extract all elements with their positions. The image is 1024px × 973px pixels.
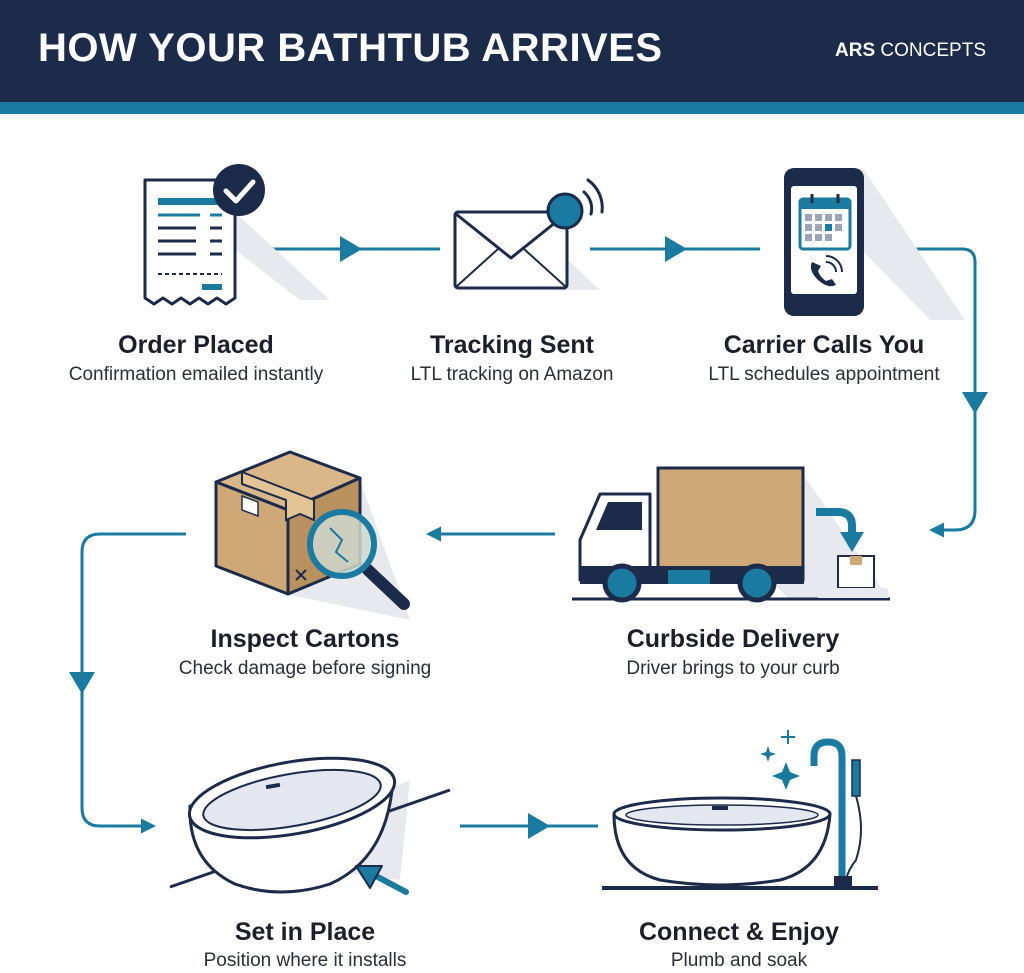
step-inspect-cartons-subtitle: Check damage before signing xyxy=(178,658,432,679)
step-set-in-place-subtitle: Position where it installs xyxy=(203,950,407,971)
delivery-truck-icon xyxy=(572,466,890,603)
step-set-in-place-title: Set in Place xyxy=(234,918,376,946)
bathtub-place-icon xyxy=(169,756,451,895)
receipt-checkmark-icon xyxy=(143,164,330,306)
step-tracking-sent-subtitle: LTL tracking on Amazon xyxy=(410,364,614,385)
brand-logo-rest: CONCEPTS xyxy=(875,40,986,61)
header-bar xyxy=(0,0,1024,102)
step-inspect-cartons-title: Inspect Cartons xyxy=(210,625,400,653)
step-connect-enjoy-subtitle: Plumb and soak xyxy=(670,950,808,971)
phone-calendar-icon xyxy=(784,168,965,320)
step-order-placed-subtitle: Confirmation emailed instantly xyxy=(68,364,324,385)
brand-logo-bold: ARS xyxy=(835,40,876,61)
step-carrier-calls-title: Carrier Calls You xyxy=(723,331,925,359)
envelope-notification-icon xyxy=(453,178,604,290)
connector-carrier-to-delivery xyxy=(888,247,977,538)
step-curbside-delivery-subtitle: Driver brings to your curb xyxy=(626,658,840,679)
step-order-placed-title: Order Placed xyxy=(118,331,274,359)
box-magnifier-icon xyxy=(214,450,410,620)
connector-inspect-to-setplace xyxy=(80,532,186,834)
bathtub-faucet-icon xyxy=(602,730,878,890)
step-connect-enjoy-title: Connect & Enjoy xyxy=(638,918,839,946)
brand-logo: ARS CONCEPTS xyxy=(835,40,986,62)
step-carrier-calls-subtitle: LTL schedules appointment xyxy=(708,364,940,385)
step-curbside-delivery-title: Curbside Delivery xyxy=(626,625,840,653)
connector-arrow-markers xyxy=(69,236,988,839)
page-title: HOW YOUR BATHTUB ARRIVES xyxy=(38,26,663,70)
header-accent-stripe xyxy=(0,102,1024,114)
step-tracking-sent-title: Tracking Sent xyxy=(430,331,594,359)
